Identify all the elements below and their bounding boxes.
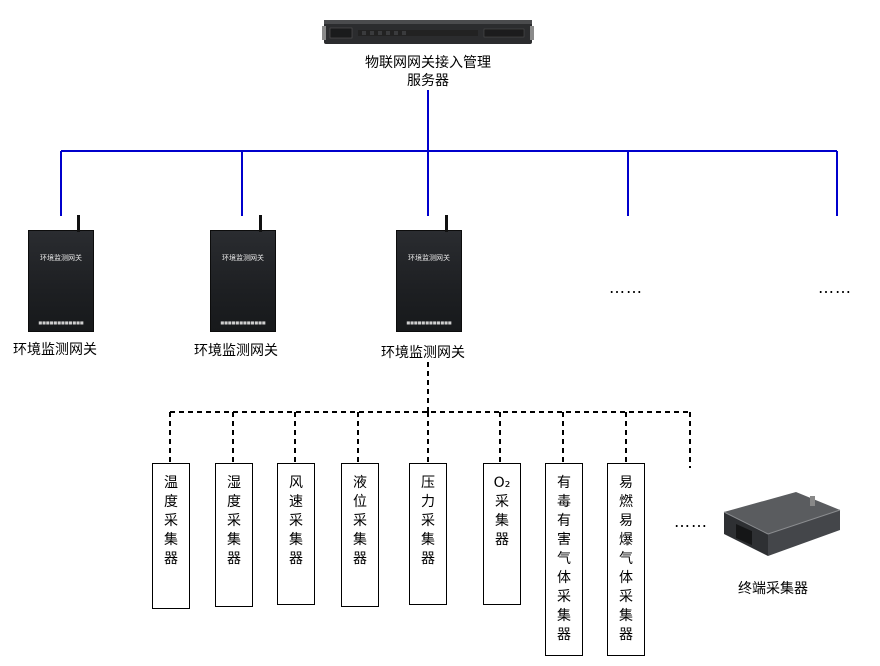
collector-label: 湿度采集器 [227,475,241,567]
gateway-device: 环境监测网关 ■■■■■■■■■■■■ [396,215,462,332]
gateway-device-title: 环境监测网关 [408,254,450,262]
gateway-device-footer: ■■■■■■■■■■■■ [406,320,452,325]
antenna-icon [445,215,448,232]
collector-label: 液位采集器 [353,475,367,567]
gateway-label: 环境监测网关 [381,345,465,361]
gateway-device-title: 环境监测网关 [222,254,264,262]
gateway-device-footer: ■■■■■■■■■■■■ [220,320,266,325]
collector-box: 液位采集器 [341,463,379,607]
terminal-collector-label: 终端采集器 [738,581,808,597]
antenna-icon [77,215,80,232]
gateway-device: 环境监测网关 ■■■■■■■■■■■■ [210,215,276,332]
gateway-label: 环境监测网关 [13,342,97,358]
more-collectors-ellipsis: …… [674,512,708,531]
collector-box: 温度采集器 [152,463,190,609]
gateway-device-title: 环境监测网关 [40,254,82,262]
antenna-icon [259,215,262,232]
collector-box: 有毒有害气体采集器 [545,463,583,656]
gateway-device-footer: ■■■■■■■■■■■■ [38,320,84,325]
collector-box: 风速采集器 [277,463,315,605]
collector-label: 温度采集器 [164,475,178,567]
gateway-label: 环境监测网关 [194,343,278,359]
terminal-collector-icon [723,492,841,556]
server-label-line2: 服务器 [407,73,449,89]
more-gateways-ellipsis: …… [818,278,852,297]
collector-box: 压力采集器 [409,463,447,605]
more-gateways-ellipsis: …… [609,278,643,297]
terminal-collector-device [718,484,843,564]
collector-label: 易燃易爆气体采集器 [619,475,633,643]
gateway-device: 环境监测网关 ■■■■■■■■■■■■ [28,215,94,332]
server-label-line1: 物联网网关接入管理 [365,55,491,71]
collector-box: 湿度采集器 [215,463,253,607]
server-device [322,16,534,48]
collector-label: 有毒有害气体采集器 [557,475,571,643]
rack-server-icon [322,20,534,44]
collector-box: 易燃易爆气体采集器 [607,463,645,656]
server-label: 物联网网关接入管理 服务器 [358,54,498,90]
collector-label: 压力采集器 [421,475,435,567]
collector-label: 风速采集器 [289,475,303,567]
